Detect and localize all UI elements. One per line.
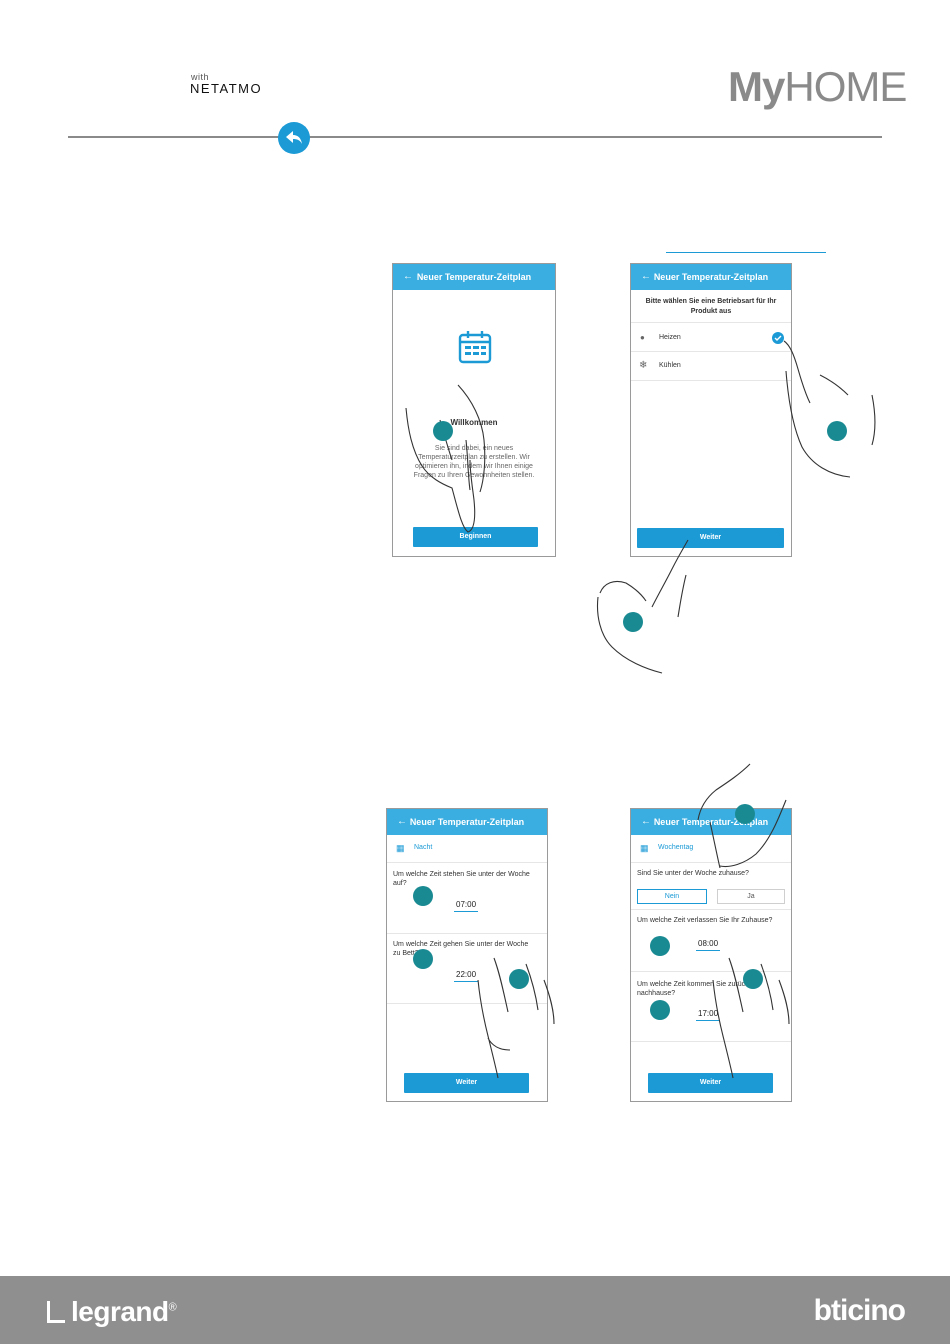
calendar-icon: ▦ <box>396 843 405 853</box>
back-arrow-icon[interactable]: ← <box>641 271 651 282</box>
step-marker <box>650 1000 670 1020</box>
bticino-logo: bticino <box>813 1294 906 1327</box>
step-marker <box>413 886 433 906</box>
step-marker <box>623 612 643 632</box>
section-title: Wochentag <box>658 844 694 851</box>
welcome-body: Sie sind dabei, ein neues Temperaturzeit… <box>393 444 555 480</box>
pointing-hand-icon <box>405 384 486 533</box>
divider <box>387 933 547 934</box>
app-title: Neuer Temperatur-Zeitplan <box>653 817 769 827</box>
option-heating[interactable]: ● Heizen <box>631 323 791 351</box>
question-line: auf? <box>393 880 407 887</box>
back-arrow-icon[interactable]: ← <box>641 816 651 827</box>
next-button[interactable]: Weiter <box>648 1073 773 1093</box>
leave-time-field[interactable]: 08:00 <box>696 939 721 951</box>
pointing-hand-icon <box>697 763 787 869</box>
step-marker <box>743 969 763 989</box>
snowflake-icon: ❄ <box>639 360 648 371</box>
myhome-logo-light: HOME <box>784 63 907 110</box>
pointing-hand-icon <box>477 957 555 1079</box>
divider <box>631 909 791 910</box>
question-line: Um welche Zeit kommen Sie zurück <box>637 981 749 988</box>
question-line: Um welche Zeit stehen Sie unter der Woch… <box>393 871 530 878</box>
reference-link-underline <box>666 252 826 253</box>
netatmo-logo: NETATMO <box>190 81 263 96</box>
app-header: ← Neuer Temperatur-Zeitplan <box>631 809 791 835</box>
calendar-icon: ▦ <box>640 843 649 853</box>
divider <box>631 380 791 381</box>
registered-mark: ® <box>168 1301 177 1314</box>
flame-icon: ● <box>640 333 645 342</box>
question-line: nachhause? <box>637 990 676 997</box>
question-wake: Um welche Zeit stehen Sie unter der Woch… <box>393 870 530 888</box>
app-header: ← Neuer Temperatur-Zeitplan <box>631 264 791 290</box>
yes-toggle[interactable]: Ja <box>717 889 785 904</box>
section-title: Nacht <box>414 844 433 851</box>
pointing-hand-icon <box>596 539 689 674</box>
option-label: Kühlen <box>659 362 681 369</box>
legrand-mark-icon <box>47 1301 65 1323</box>
question-line: Um welche Zeit gehen Sie unter der Woche <box>393 941 529 948</box>
welcome-body-line: Sie sind dabei, ein neues <box>434 445 514 452</box>
welcome-body-line: optimieren ihn, indem wir Ihnen einige <box>415 463 533 470</box>
page-footer: legrand® bticino <box>0 1276 950 1344</box>
app-header: ← Neuer Temperatur-Zeitplan <box>393 264 555 290</box>
step-marker <box>827 421 847 441</box>
next-button[interactable]: Weiter <box>637 528 784 548</box>
step-marker <box>735 804 755 824</box>
return-time-field[interactable]: 17:00 <box>696 1009 721 1021</box>
step-marker <box>413 949 433 969</box>
header-divider <box>68 136 882 138</box>
question-bed: Um welche Zeit gehen Sie unter der Woche… <box>393 940 528 958</box>
step-marker <box>433 421 453 441</box>
divider <box>631 1041 791 1042</box>
back-arrow-icon <box>286 131 302 144</box>
mode-question: Bitte wählen Sie eine Betriebsart für Ih… <box>631 297 791 317</box>
legrand-wordmark: legrand <box>71 1296 169 1327</box>
app-header: ← Neuer Temperatur-Zeitplan <box>387 809 547 835</box>
app-title: Neuer Temperatur-Zeitplan <box>416 272 532 282</box>
back-arrow-icon[interactable]: ← <box>397 816 407 827</box>
with-label: with <box>191 72 210 82</box>
app-title: Neuer Temperatur-Zeitplan <box>653 272 769 282</box>
step-marker <box>509 969 529 989</box>
option-label: Heizen <box>659 334 681 341</box>
option-cooling[interactable]: ❄ Kühlen <box>631 352 791 380</box>
pointing-hand-icon <box>783 340 876 478</box>
step-marker <box>650 936 670 956</box>
welcome-body-line: Fragen zu Ihren Gewohnheiten stellen. <box>413 472 535 479</box>
pointing-hand-icon <box>712 957 790 1079</box>
legrand-logo: legrand® <box>47 1296 177 1328</box>
begin-button[interactable]: Beginnen <box>413 527 538 547</box>
divider <box>631 862 791 863</box>
divider <box>631 322 791 323</box>
divider <box>631 971 791 972</box>
myhome-logo: MyHOME <box>728 63 907 111</box>
divider <box>387 862 547 863</box>
phone-screen-welcome: ← Neuer Temperatur-Zeitplan Willkommen S… <box>392 263 556 557</box>
welcome-heading: Willkommen <box>450 418 498 427</box>
back-arrow-icon[interactable]: ← <box>403 271 413 282</box>
question-leave: Um welche Zeit verlassen Sie Ihr Zuhause… <box>637 917 773 924</box>
calendar-icon <box>458 331 492 364</box>
bed-time-field[interactable]: 22:00 <box>454 970 479 982</box>
divider <box>631 351 791 352</box>
no-toggle[interactable]: Nein <box>637 889 707 904</box>
question-line: zu Bett? <box>393 950 419 957</box>
welcome-body-line: Temperaturzeitplan zu erstellen. Wir <box>418 454 530 461</box>
wake-time-field[interactable]: 07:00 <box>454 900 479 912</box>
divider <box>387 1003 547 1004</box>
app-title: Neuer Temperatur-Zeitplan <box>409 817 525 827</box>
myhome-logo-bold: My <box>728 63 785 110</box>
question-return: Um welche Zeit kommen Sie zurück nachhau… <box>637 980 749 998</box>
question-home: Sind Sie unter der Woche zuhause? <box>637 870 749 877</box>
phone-screen-mode: ← Neuer Temperatur-Zeitplan Bitte wählen… <box>630 263 792 557</box>
check-icon <box>772 332 784 344</box>
back-button[interactable] <box>278 122 310 154</box>
mode-question-line: Bitte wählen Sie eine Betriebsart für Ih… <box>645 298 777 305</box>
mode-question-line: Produkt aus <box>690 308 732 315</box>
